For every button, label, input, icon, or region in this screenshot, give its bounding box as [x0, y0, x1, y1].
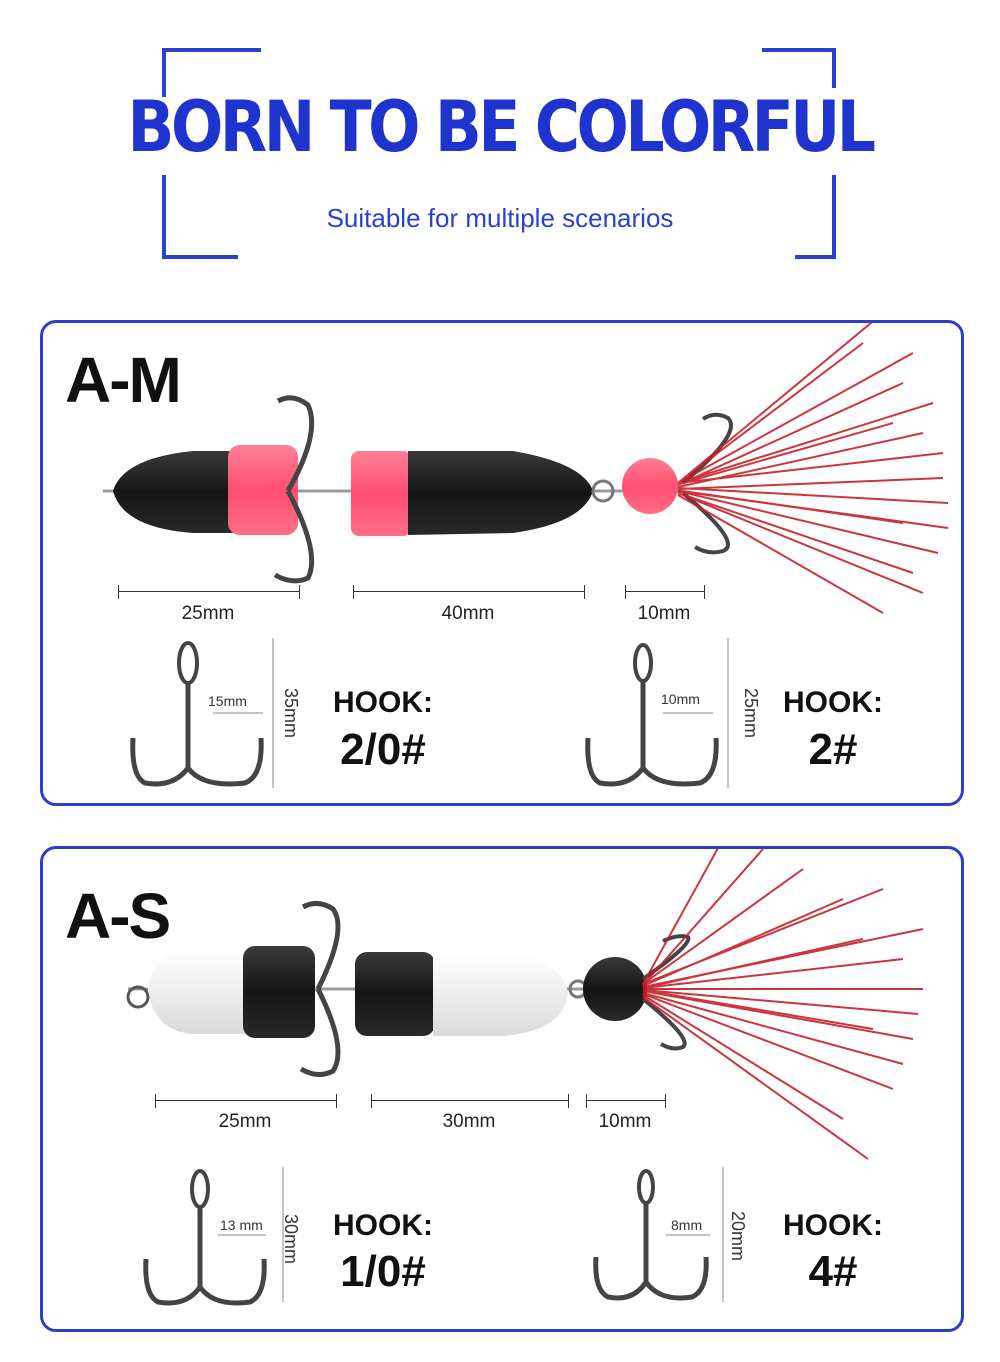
model-label: A-M: [65, 344, 182, 416]
dimension-line-tail: [625, 585, 705, 599]
product-panel-a-s: A-S: [40, 846, 964, 1332]
hook-height-label: 20mm: [728, 1211, 748, 1262]
dimension-label-tail: 10mm: [637, 603, 691, 624]
hook-label: HOOK:: [333, 1209, 433, 1242]
hook-size: 1/0#: [340, 1247, 426, 1296]
frame-corner-top-left: [162, 48, 261, 97]
hook-height-label: 30mm: [281, 1214, 301, 1265]
frame-corner-top-right: [762, 48, 836, 88]
treble-hook-icon: [593, 1167, 724, 1302]
dimension-label-body: 40mm: [441, 603, 495, 624]
frame-corner-bottom-right: [795, 175, 836, 259]
frame-corner-bottom-left: [162, 175, 238, 259]
treble-hook-icon: [130, 638, 274, 788]
dimension-line-body: [353, 585, 585, 599]
dimension-label-head: 25mm: [181, 603, 235, 624]
product-panel-a-m: A-M: [40, 320, 964, 806]
hook-size: 2#: [808, 725, 858, 774]
hook-width-label: 13 mm: [220, 1217, 263, 1233]
hook-label: HOOK:: [783, 1209, 883, 1242]
hook-width-label: 15mm: [208, 693, 247, 709]
dimension-line-head: [118, 585, 300, 599]
hook-label: HOOK:: [783, 686, 883, 719]
page-subtitle: Suitable for multiple scenarios: [326, 203, 674, 233]
model-label: A-S: [65, 880, 171, 952]
treble-hook-icon: [585, 638, 729, 788]
dimension-line-tail: [586, 1094, 666, 1108]
hook-label: HOOK:: [333, 686, 433, 719]
dimension-label-body: 30mm: [442, 1111, 496, 1132]
hook-size: 4#: [808, 1247, 858, 1296]
dimension-label-tail: 10mm: [598, 1111, 652, 1132]
dimension-line-head: [155, 1094, 337, 1108]
hook-size: 2/0#: [340, 725, 426, 774]
lure-illustration-a-s: [126, 849, 924, 1160]
hook-height-label: 35mm: [281, 688, 301, 739]
hook-width-label: 10mm: [661, 691, 700, 707]
hook-width-label: 8mm: [671, 1217, 703, 1233]
lure-illustration-a-m: [103, 323, 949, 614]
dimension-label-head: 25mm: [218, 1111, 272, 1132]
page-title: BORN TO BE COLORFUL: [127, 86, 876, 168]
dimension-line-body: [371, 1094, 569, 1108]
treble-hook-icon: [143, 1167, 284, 1306]
